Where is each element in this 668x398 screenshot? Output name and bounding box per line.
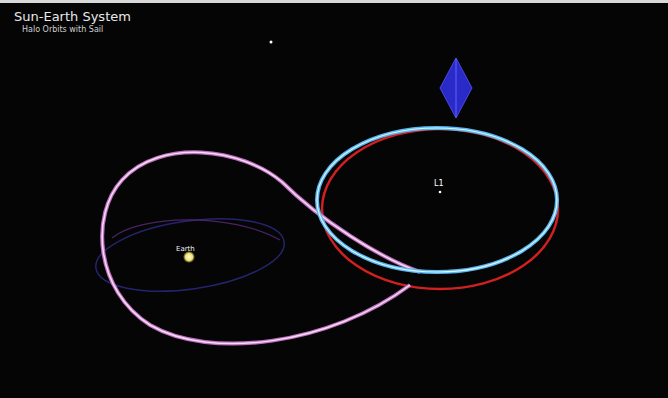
l1-point — [439, 191, 442, 194]
earth-orbit — [91, 208, 289, 302]
top-border — [0, 0, 668, 3]
diagram-title: Sun-Earth System — [14, 10, 131, 24]
halo-orbit-blue-core — [317, 128, 557, 272]
halo-orbit-red — [322, 129, 558, 289]
sail-spar — [456, 58, 457, 118]
planet-label: Earth — [176, 246, 195, 254]
halo-orbit-blue — [317, 128, 557, 272]
solar-sail — [440, 58, 472, 118]
star — [270, 41, 273, 44]
transfer-trajectory-core — [102, 152, 420, 343]
earth-orbit-arc — [112, 220, 280, 240]
subtitle: Halo Orbits with Sail — [22, 26, 103, 35]
transfer-trajectory — [102, 152, 420, 343]
point-label: L1 — [434, 180, 444, 189]
